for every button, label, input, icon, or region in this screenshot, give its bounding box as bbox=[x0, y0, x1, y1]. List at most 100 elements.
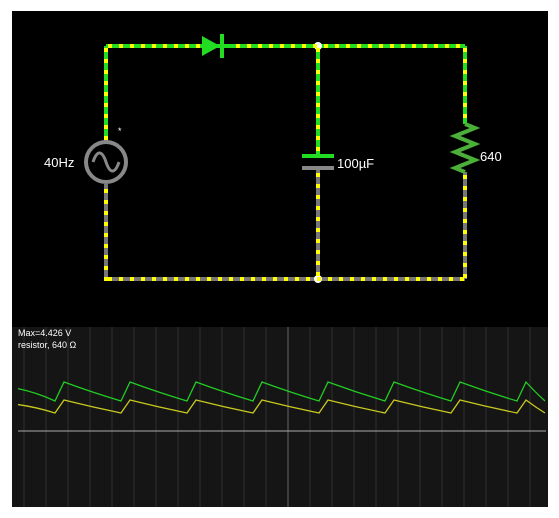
current-dot bbox=[119, 277, 123, 281]
resistor-value-label: 640 bbox=[480, 149, 502, 164]
current-dot bbox=[104, 233, 108, 237]
current-dot bbox=[372, 277, 376, 281]
current-dot bbox=[316, 48, 320, 52]
current-dot bbox=[316, 81, 320, 85]
current-dot bbox=[236, 44, 240, 48]
current-dot bbox=[316, 195, 320, 199]
current-dot bbox=[463, 219, 467, 223]
current-dot bbox=[284, 277, 288, 281]
current-dot bbox=[119, 44, 123, 48]
current-dot bbox=[229, 277, 233, 281]
current-dot bbox=[317, 277, 321, 281]
current-dot bbox=[104, 222, 108, 226]
source-frequency-label: 40Hz bbox=[44, 155, 75, 170]
resistor-icon[interactable] bbox=[449, 122, 481, 174]
current-dot bbox=[104, 103, 108, 107]
current-dot bbox=[104, 70, 108, 74]
scope-max-label: Max=4.426 V bbox=[18, 328, 72, 338]
current-dot bbox=[427, 277, 431, 281]
current-dot bbox=[251, 277, 255, 281]
current-dot bbox=[104, 266, 108, 270]
current-dot bbox=[405, 277, 409, 281]
current-dot bbox=[434, 44, 438, 48]
scope-trace-capacitor bbox=[17, 380, 546, 402]
current-dot bbox=[316, 70, 320, 74]
current-dot bbox=[463, 92, 467, 96]
current-dot bbox=[445, 44, 449, 48]
current-dot bbox=[463, 197, 467, 201]
current-dot bbox=[218, 277, 222, 281]
current-dot bbox=[306, 277, 310, 281]
current-dot bbox=[316, 125, 320, 129]
current-dot bbox=[383, 277, 387, 281]
current-dot bbox=[316, 114, 320, 118]
current-dot bbox=[104, 277, 108, 281]
current-dot bbox=[368, 44, 372, 48]
current-dot bbox=[185, 44, 189, 48]
current-dot bbox=[438, 277, 442, 281]
current-dot bbox=[328, 277, 332, 281]
circuit-schematic[interactable] bbox=[12, 11, 548, 327]
current-dot bbox=[423, 44, 427, 48]
current-dot bbox=[163, 44, 167, 48]
current-dot bbox=[295, 277, 299, 281]
current-dot bbox=[104, 136, 108, 140]
current-dot bbox=[104, 92, 108, 96]
current-dot bbox=[316, 136, 320, 140]
current-dot bbox=[104, 189, 108, 193]
current-dot bbox=[463, 252, 467, 256]
current-dot bbox=[130, 277, 134, 281]
oscilloscope-panel[interactable]: Max=4.426 V resistor, 640 Ω bbox=[12, 327, 548, 507]
current-dot bbox=[196, 44, 200, 48]
current-dot bbox=[316, 206, 320, 210]
current-dot bbox=[104, 200, 108, 204]
current-dot bbox=[401, 44, 405, 48]
simulation-canvas[interactable]: * 40Hz 100µF 640 Max=4.426 V resistor, 6… bbox=[12, 11, 548, 507]
current-dot bbox=[361, 277, 365, 281]
current-dot bbox=[335, 44, 339, 48]
current-dot bbox=[108, 277, 112, 281]
current-dot bbox=[463, 103, 467, 107]
capacitor-icon[interactable] bbox=[302, 154, 334, 170]
current-dot bbox=[291, 44, 295, 48]
current-dot bbox=[141, 277, 145, 281]
current-dot bbox=[463, 81, 467, 85]
current-dot bbox=[302, 44, 306, 48]
current-dot bbox=[463, 59, 467, 63]
current-dot bbox=[324, 44, 328, 48]
current-dot bbox=[316, 228, 320, 232]
current-dot bbox=[163, 277, 167, 281]
source-marker: * bbox=[118, 126, 122, 136]
current-dot bbox=[346, 44, 350, 48]
current-dot bbox=[196, 277, 200, 281]
current-dot bbox=[104, 255, 108, 259]
current-dot bbox=[174, 277, 178, 281]
current-dot bbox=[316, 272, 320, 276]
current-dot bbox=[273, 277, 277, 281]
current-dot bbox=[240, 277, 244, 281]
current-dot bbox=[269, 44, 273, 48]
scope-probe-label: resistor, 640 Ω bbox=[18, 340, 77, 350]
diode-icon[interactable] bbox=[202, 34, 224, 58]
current-dot bbox=[463, 208, 467, 212]
current-dot bbox=[316, 217, 320, 221]
scope-trace-resistor bbox=[17, 399, 546, 414]
current-dot bbox=[313, 44, 317, 48]
current-dot bbox=[316, 92, 320, 96]
current-dot bbox=[185, 277, 189, 281]
current-dot bbox=[258, 44, 262, 48]
current-dot bbox=[316, 173, 320, 177]
current-dot bbox=[152, 44, 156, 48]
current-dot bbox=[456, 44, 460, 48]
current-dot bbox=[463, 186, 467, 190]
capacitor-value-label: 100µF bbox=[337, 156, 375, 171]
current-dot bbox=[280, 44, 284, 48]
ac-source-icon[interactable] bbox=[84, 140, 128, 184]
current-dot bbox=[357, 44, 361, 48]
current-dot bbox=[152, 277, 156, 281]
current-dot bbox=[316, 184, 320, 188]
current-dot bbox=[104, 125, 108, 129]
current-dot bbox=[108, 44, 112, 48]
scope-grid bbox=[23, 327, 531, 507]
current-dot bbox=[141, 44, 145, 48]
